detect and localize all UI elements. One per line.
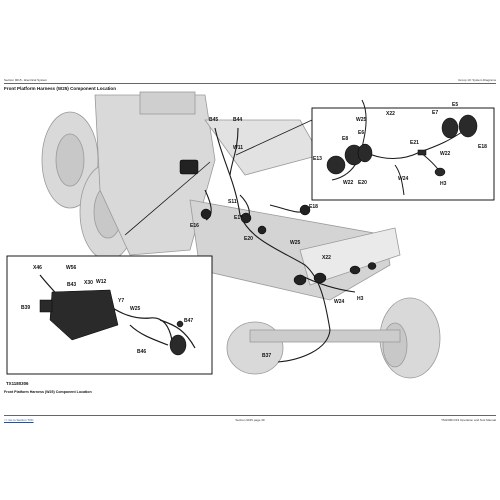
inset-right: W25 X22 E7 E5 E8 E6 E13 W22 E20 E21 W22 … xyxy=(311,99,495,201)
component-work-light-3 xyxy=(349,265,361,275)
component-work-light-2 xyxy=(313,272,327,284)
header-section: Section 9015 - Electrical System xyxy=(4,78,48,82)
inset-right-label-e5: E5 xyxy=(452,102,458,108)
harness-routing xyxy=(124,119,356,363)
hood xyxy=(204,119,321,176)
harness-branch-e18 xyxy=(269,204,306,213)
inset-lamp-e5 xyxy=(458,114,478,138)
inset-left-label-b46: B46 xyxy=(137,349,146,355)
label-w24: W24 xyxy=(334,299,345,305)
inset-lamp-e13 xyxy=(326,155,346,175)
component-work-light-4 xyxy=(367,262,377,270)
harness-main-trunk xyxy=(214,127,331,363)
inset-left-sensor-b46 xyxy=(169,334,187,356)
inset-left-valve-block xyxy=(49,289,119,341)
cab-body xyxy=(94,94,216,256)
inset-left-label-x46: X46 xyxy=(33,265,42,271)
component-b45-box xyxy=(179,159,199,175)
header-group: Group 10: System Diagrams xyxy=(458,78,496,82)
label-w25: W25 xyxy=(290,240,301,246)
inset-left-label-b39: B39 xyxy=(21,305,30,311)
component-work-light-1 xyxy=(293,274,307,286)
label-b45: B45 xyxy=(209,117,218,123)
inset-right-label-w22-b: W22 xyxy=(440,151,451,157)
inset-lamp-e7 xyxy=(441,117,459,139)
inset-right-label-h3: H3 xyxy=(440,181,447,187)
main-labels: B45 B44 W11 S11 E17 E16 E18 E20 W25 X22 … xyxy=(190,117,364,359)
component-e17 xyxy=(240,212,252,224)
page-title: Front Platform Harness (W25) Component L… xyxy=(4,86,117,91)
label-w11: W11 xyxy=(233,145,243,151)
label-e18: E18 xyxy=(309,204,318,210)
inset-right-label-w22-a: W22 xyxy=(343,180,354,186)
inset-right-harness-3 xyxy=(394,164,405,196)
label-b37: B37 xyxy=(262,353,271,359)
inset-left-label-w25: W25 xyxy=(130,306,141,312)
component-e18 xyxy=(299,204,311,216)
machine-illustration xyxy=(41,91,441,379)
figure-id: TX1180306 xyxy=(6,381,29,386)
footer-rule xyxy=(4,415,496,416)
inset-right-label-e6: E6 xyxy=(358,130,364,136)
component-e20 xyxy=(257,225,267,235)
inset-left-label-y7: Y7 xyxy=(118,298,124,304)
callout-leader-inset-right xyxy=(235,119,313,156)
inset-left-harness-3 xyxy=(129,324,169,346)
inset-right-label-x22: X22 xyxy=(386,111,395,117)
label-e16: E16 xyxy=(190,223,199,229)
callout-leader-inset-left xyxy=(124,161,211,236)
component-e16 xyxy=(200,208,212,220)
label-e20: E20 xyxy=(244,236,253,242)
footer-page-number: Section 9015 page 39 xyxy=(235,418,265,422)
inset-left-label-w12: W12 xyxy=(96,279,107,285)
label-b44: B44 xyxy=(233,117,242,123)
cab-roof xyxy=(139,91,196,115)
label-h3: H3 xyxy=(357,296,364,302)
inset-left: X46 W56 B43 X30 W12 B39 Y7 W25 B47 B46 xyxy=(6,255,213,375)
inset-right-label-w24: W24 xyxy=(398,176,409,182)
inset-lamp-h3 xyxy=(434,167,446,177)
figure-caption: Front Platform Harness (W25) Component L… xyxy=(4,390,92,394)
inset-connector-e21 xyxy=(417,149,427,156)
rear-hub-left xyxy=(55,133,85,187)
inset-right-label-e13: E13 xyxy=(313,156,322,162)
inset-left-sensor-b39 xyxy=(39,299,53,313)
footer-manual-id: TM13061X19 Operation and Test Manual xyxy=(441,418,496,422)
label-e17: E17 xyxy=(234,215,243,221)
inset-right-label-w25: W25 xyxy=(356,117,367,123)
inset-right-label-e20: E20 xyxy=(358,180,367,186)
inset-left-label-x30: X30 xyxy=(84,280,93,286)
inset-left-label-b43: B43 xyxy=(67,282,76,288)
inset-right-label-e21: E21 xyxy=(410,140,419,146)
label-x22: X22 xyxy=(322,255,331,261)
front-axle xyxy=(249,329,401,343)
inset-left-sensor-b47 xyxy=(176,320,184,328)
front-platform xyxy=(299,227,401,286)
main-components xyxy=(179,159,377,286)
label-s11: S11 xyxy=(228,199,237,205)
inset-right-label-e18: E18 xyxy=(478,144,487,150)
inset-lamp-e6 xyxy=(357,143,373,163)
toc-link[interactable]: << Go to Section TOC xyxy=(4,418,34,422)
inset-left-harness-4 xyxy=(159,319,196,349)
header-rule xyxy=(4,83,496,84)
inset-left-label-w56: W56 xyxy=(66,265,77,271)
harness-branch-b44 xyxy=(229,127,239,176)
inset-right-label-e7: E7 xyxy=(432,110,438,116)
inset-left-label-b47: B47 xyxy=(184,318,193,324)
inset-right-label-e8: E8 xyxy=(342,136,348,142)
